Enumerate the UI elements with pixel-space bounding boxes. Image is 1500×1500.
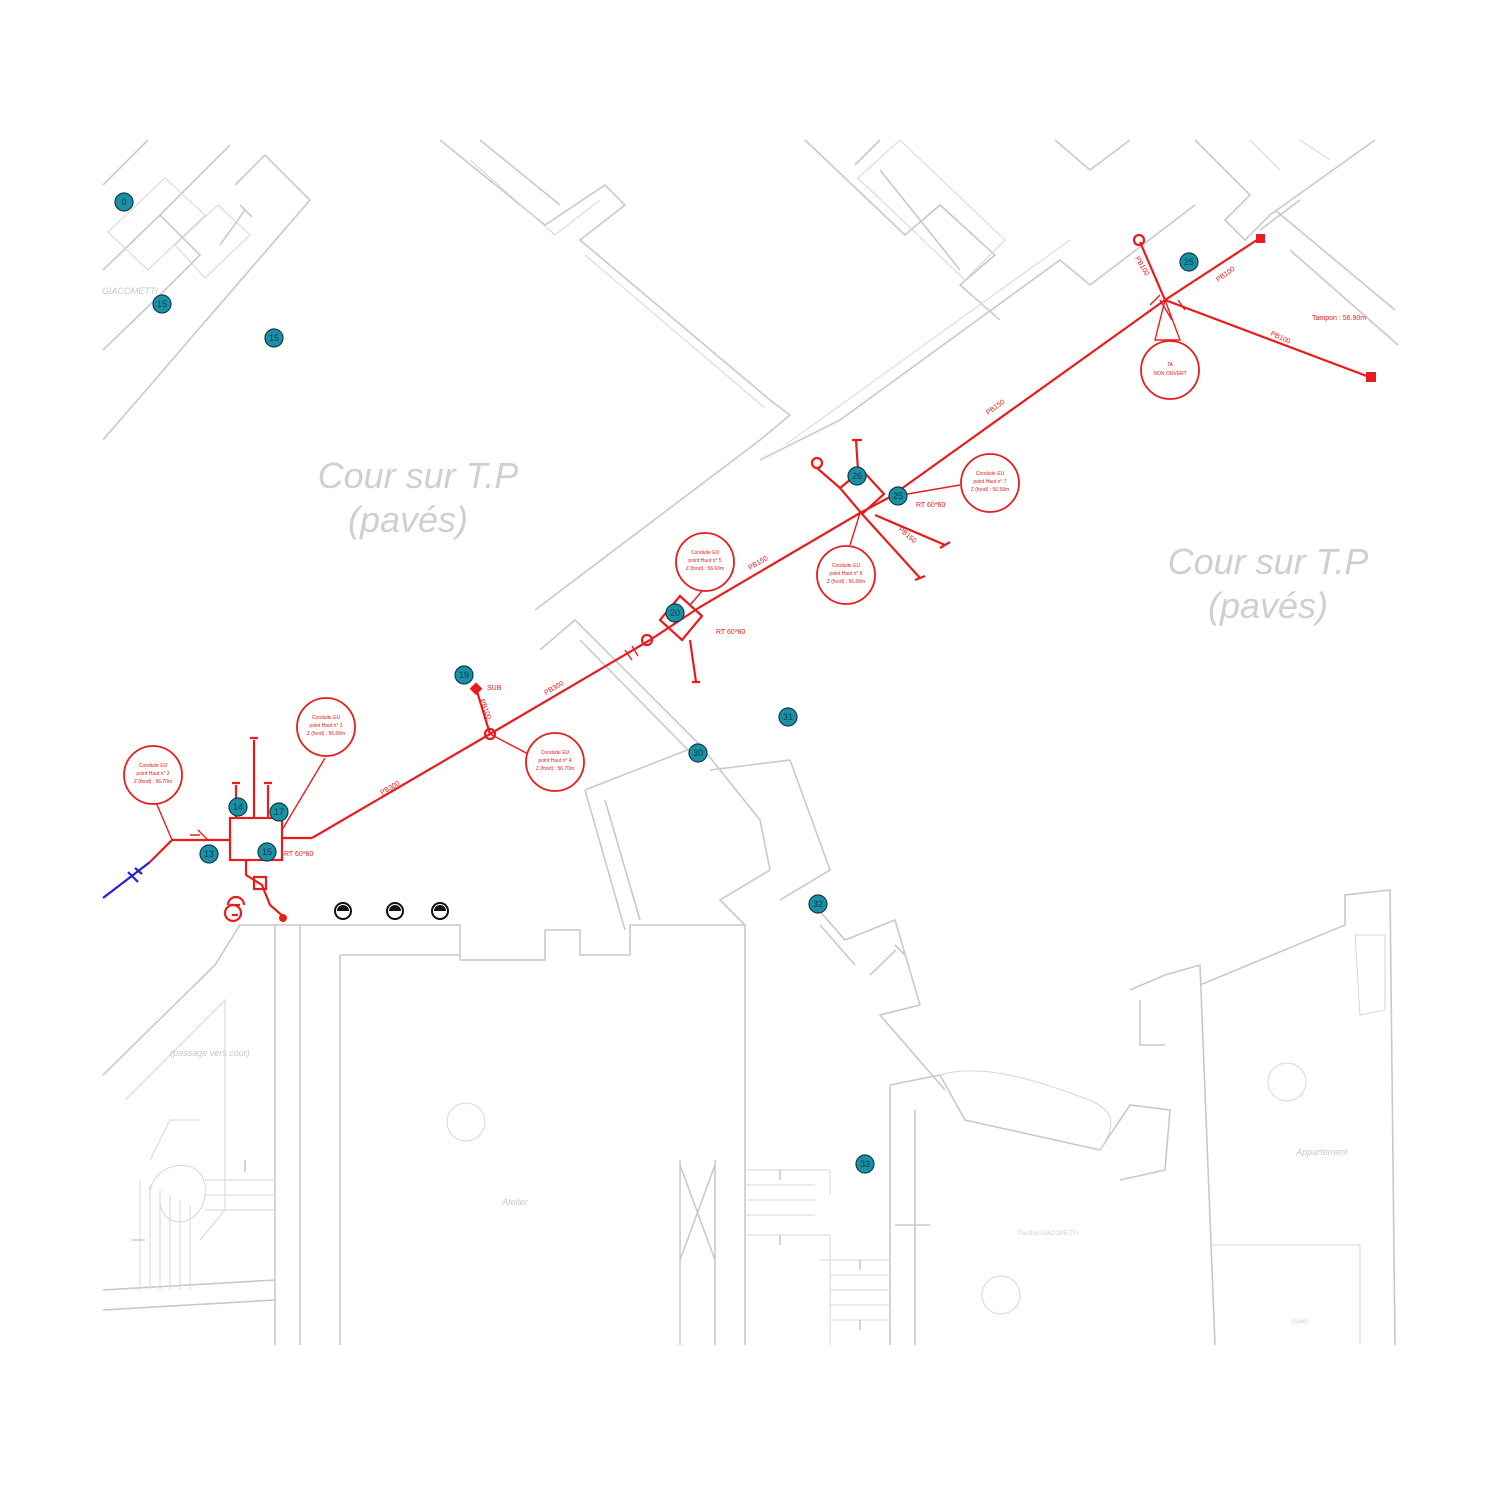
survey-marker[interactable]: 30 — [688, 743, 708, 763]
bubble-point-haut-2: Conduite EU point Haut n° 2 Z (fond) : 5… — [123, 745, 183, 805]
room-label-pavillon: Pavillon GIACOMETTI — [1018, 1231, 1078, 1237]
survey-marker[interactable]: 31 — [778, 707, 798, 727]
bollard-markers — [334, 902, 449, 920]
svg-text:26: 26 — [852, 471, 862, 481]
bubble-3-line2: point Haut n° 3 — [309, 723, 342, 729]
survey-marker[interactable]: 33 — [855, 1154, 875, 1174]
bubble-2-line1: Conduite EU — [139, 763, 168, 769]
svg-text:20: 20 — [670, 608, 680, 618]
bubble-ta-line2: NON OUVERT — [1153, 371, 1186, 377]
zone-label-east-line2: (pavés) — [1208, 585, 1328, 626]
bubble-ta-line1: TA — [1167, 362, 1174, 368]
pipe-label-pb150-b: PB150 — [985, 399, 1006, 417]
svg-text:15: 15 — [157, 299, 167, 309]
room-label-cave: (cave) — [1292, 1319, 1309, 1325]
bubble-7-line3: Z (fond) : 56.50m — [971, 487, 1009, 493]
survey-marker[interactable]: 13 — [199, 844, 219, 864]
survey-marker[interactable]: 15 — [264, 328, 284, 348]
room-label-giacometti: GIACOMETTI — [102, 286, 158, 296]
room-label-passage: (passage vers cour) — [170, 1048, 250, 1058]
bubble-point-haut-5: Conduite EU point Haut n° 5 Z (fond) : 5… — [675, 532, 735, 592]
bubble-point-haut-7: Conduite EU point Haut n° 7 Z (fond) : 5… — [960, 453, 1020, 513]
annotation-bubbles: Conduite EU point Haut n° 2 Z (fond) : 5… — [123, 340, 1200, 805]
bubble-3-line3: Z (fond) : 56.60m — [307, 731, 345, 737]
pipe-label-rt-b: RT 60*60 — [716, 629, 745, 636]
svg-text:25: 25 — [1184, 257, 1194, 267]
svg-text:19: 19 — [459, 670, 469, 680]
svg-text:25: 25 — [893, 491, 903, 501]
bubble-6-line1: Conduite EU — [832, 563, 861, 569]
survey-marker[interactable]: 25 — [1179, 252, 1199, 272]
bubble-point-haut-4: Conduite EU point Haut n° 4 Z (fond) : 5… — [525, 732, 585, 792]
bubble-7-line1: Conduite EU — [976, 471, 1005, 477]
survey-marker[interactable]: 19 — [454, 665, 474, 685]
zone-label-west-line2: (pavés) — [348, 499, 468, 540]
svg-text:31: 31 — [783, 712, 793, 722]
zone-labels: Cour sur T.P (pavés) Cour sur T.P (pavés… — [102, 286, 1368, 1325]
supply-pipe — [102, 861, 151, 899]
svg-text:14: 14 — [233, 802, 243, 812]
survey-marker[interactable]: 17 — [269, 802, 289, 822]
bubble-6-line3: Z (fond) : 56.60m — [827, 579, 865, 585]
survey-marker[interactable]: 15 — [152, 294, 172, 314]
pipe-label-rt-a: RT 60*60 — [284, 851, 313, 858]
svg-text:32: 32 — [813, 899, 823, 909]
zone-label-east-line1: Cour sur T.P — [1168, 541, 1369, 582]
bubble-2-line3: Z (fond) : 56.70m — [134, 779, 172, 785]
pipe-label-pb100-d: PB100 — [478, 698, 492, 720]
survey-marker[interactable]: 20 — [665, 603, 685, 623]
pipe-label-sub: SUB — [487, 685, 502, 692]
survey-marker[interactable]: 26 — [847, 466, 867, 486]
bubble-point-haut-6: Conduite EU point Haut n° 6 Z (fond) : 5… — [816, 545, 876, 605]
svg-text:13: 13 — [204, 849, 214, 859]
building-walls — [102, 139, 1399, 1346]
survey-marker[interactable]: 25 — [888, 486, 908, 506]
svg-text:0: 0 — [121, 197, 126, 207]
sewer-network — [149, 233, 1376, 923]
pipe-label-pb300-b: PB300 — [544, 680, 566, 697]
bubble-6-line2: point Haut n° 6 — [829, 571, 862, 577]
room-label-appartement: Appartement — [1295, 1147, 1348, 1157]
svg-text:15: 15 — [262, 847, 272, 857]
survey-marker[interactable]: 0 — [114, 192, 134, 212]
survey-marker[interactable]: 15 — [257, 842, 277, 862]
bubble-5-line2: point Haut n° 5 — [688, 558, 721, 564]
room-label-atelier: Atelier — [501, 1197, 529, 1207]
pipe-label-rt-c: RT 60*60 — [916, 502, 945, 509]
svg-text:15: 15 — [269, 333, 279, 343]
pipe-label-pb100-a: PB100 — [1215, 266, 1236, 284]
bubble-2-line2: point Haut n° 2 — [136, 771, 169, 777]
survey-marker[interactable]: 32 — [808, 894, 828, 914]
survey-marker[interactable]: 14 — [228, 797, 248, 817]
bubble-ta-non-ouvert: TA NON OUVERT — [1140, 340, 1200, 400]
zone-label-west-line1: Cour sur T.P — [318, 455, 519, 496]
bubble-5-line3: Z (fond) : 56.60m — [686, 566, 724, 572]
svg-text:17: 17 — [274, 807, 284, 817]
pipe-label-tampon: Tampon : 56.90m — [1312, 315, 1366, 322]
bubble-5-line1: Conduite EU — [691, 550, 720, 556]
bubble-point-haut-3: Conduite EU point Haut n° 3 Z (fond) : 5… — [296, 697, 356, 757]
svg-text:30: 30 — [693, 748, 703, 758]
svg-text:33: 33 — [860, 1159, 870, 1169]
bubble-4-line2: point Haut n° 4 — [538, 758, 571, 764]
survey-markers: 0 15 15 19 20 26 25 25 31 30 32 33 13 14… — [114, 192, 1199, 1174]
bubble-3-line1: Conduite EU — [312, 715, 341, 721]
bubble-4-line3: Z (fond) : 56.70m — [536, 766, 574, 772]
gully-1 — [252, 875, 268, 891]
bubble-7-line2: point Haut n° 7 — [973, 479, 1006, 485]
bubble-4-line1: Conduite EU — [541, 750, 570, 756]
